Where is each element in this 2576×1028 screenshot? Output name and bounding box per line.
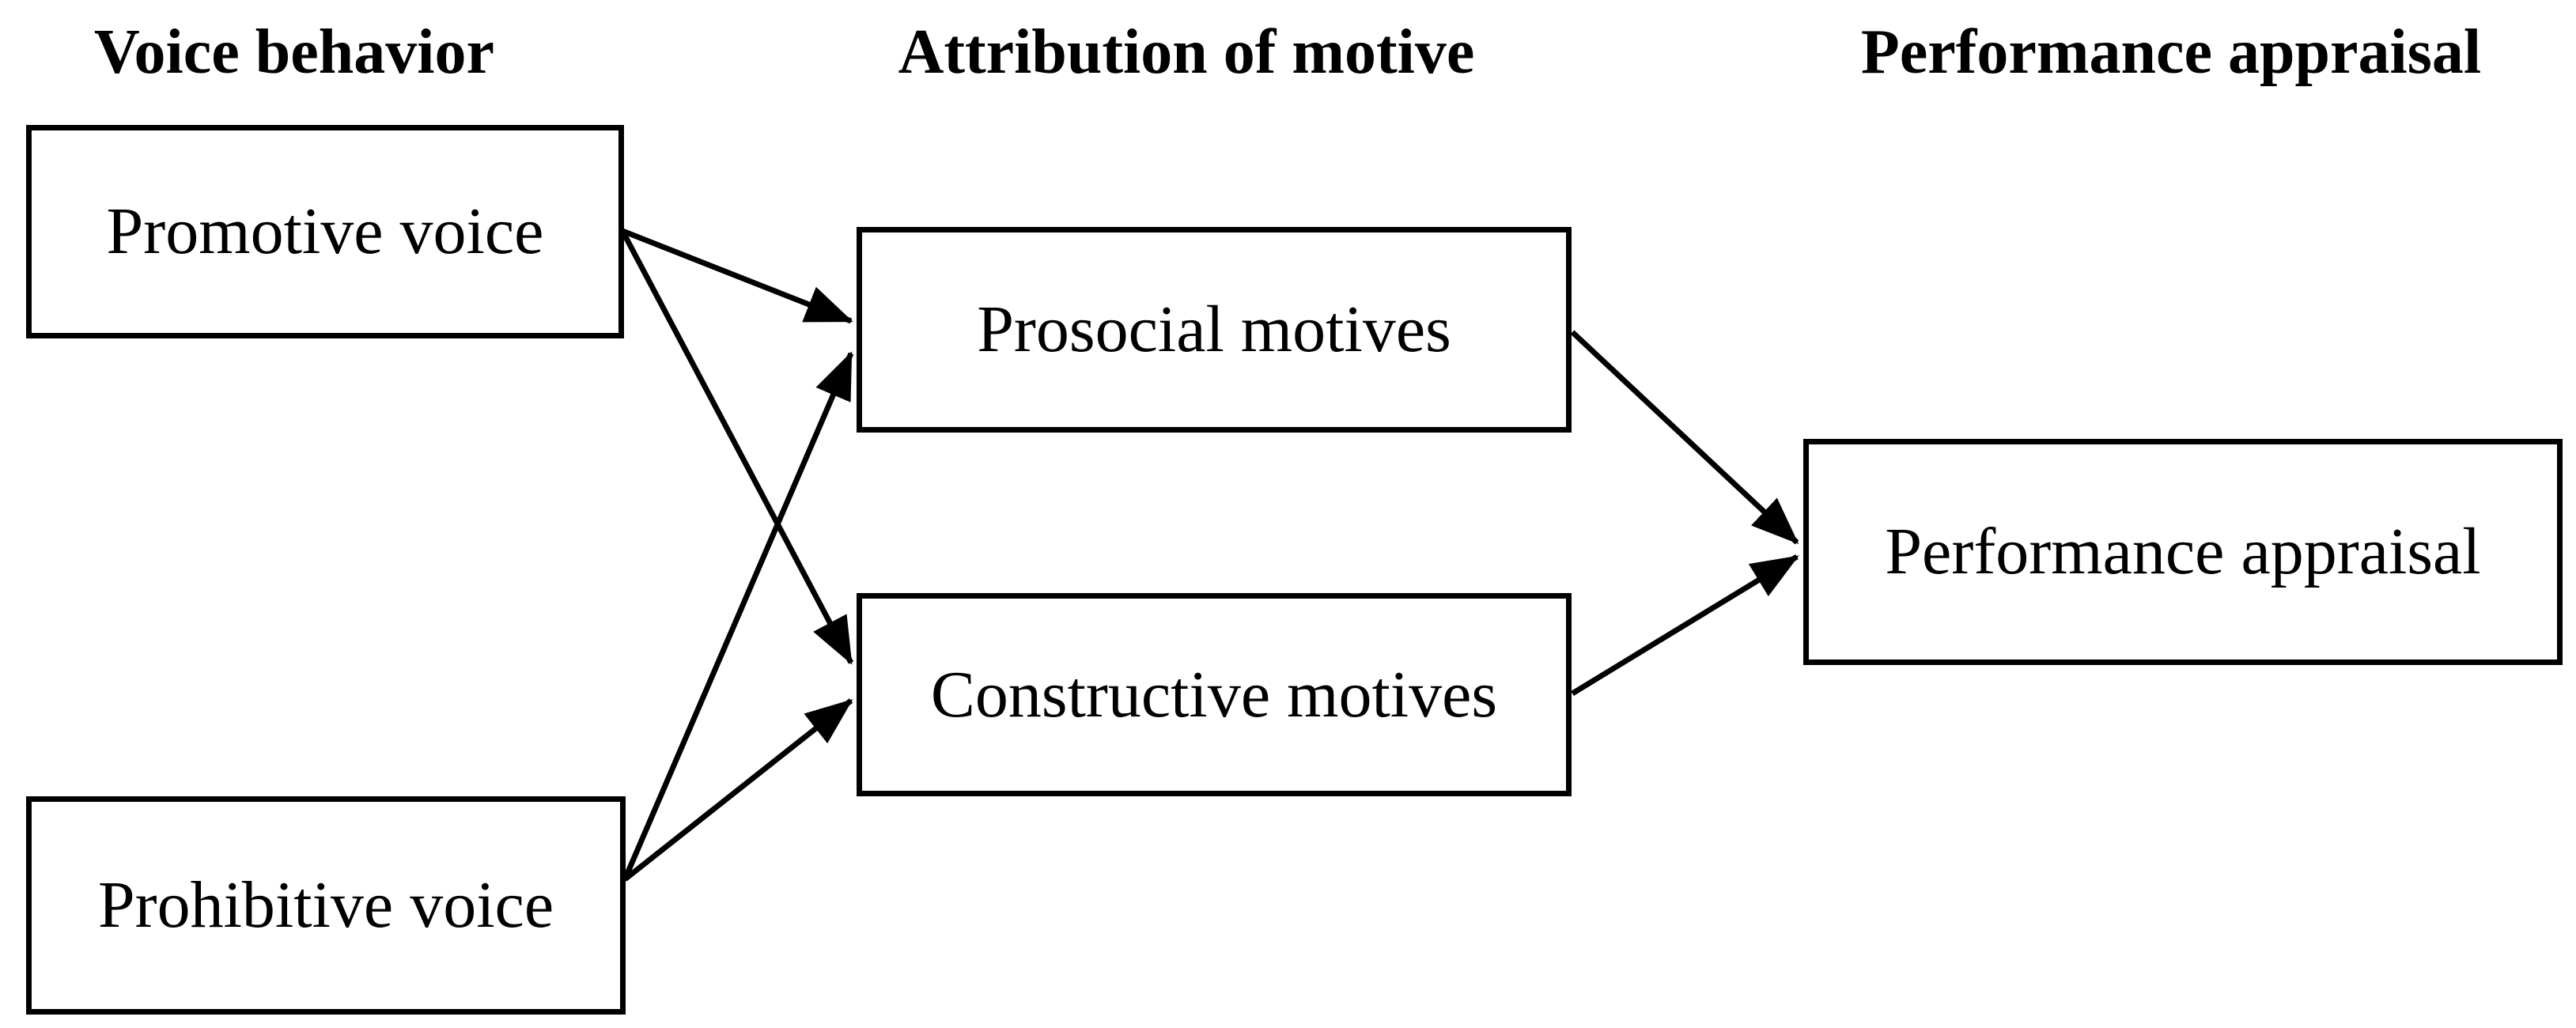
arrow-prohibitive-to-prosocial xyxy=(622,351,854,881)
node-label-promotive-voice: Promotive voice xyxy=(106,195,544,268)
node-label-constructive-motives: Constructive motives xyxy=(930,657,1498,731)
node-label-prosocial-motives: Prosocial motives xyxy=(977,293,1451,366)
node-label-prohibitive-voice: Prohibitive voice xyxy=(97,868,554,942)
node-prosocial-motives: Prosocial motives xyxy=(857,227,1572,433)
arrow-constructive-to-performance xyxy=(1571,554,1799,696)
node-constructive-motives: Constructive motives xyxy=(857,593,1572,796)
node-prohibitive-voice: Prohibitive voice xyxy=(26,796,626,1015)
arrow-prosocial-to-performance xyxy=(1570,330,1799,545)
column-header-voice-behavior: Voice behavior xyxy=(94,17,494,87)
node-label-performance-appraisal: Performance appraisal xyxy=(1885,515,2481,588)
arrow-promotive-to-constructive xyxy=(619,229,854,665)
node-performance-appraisal: Performance appraisal xyxy=(1803,439,2563,665)
node-promotive-voice: Promotive voice xyxy=(26,125,624,338)
column-header-performance-appraisal: Performance appraisal xyxy=(1860,17,2482,87)
arrow-promotive-to-prosocial xyxy=(621,228,853,324)
column-header-attribution-of-motive: Attribution of motive xyxy=(898,17,1475,87)
arrow-prohibitive-to-constructive xyxy=(622,698,853,882)
